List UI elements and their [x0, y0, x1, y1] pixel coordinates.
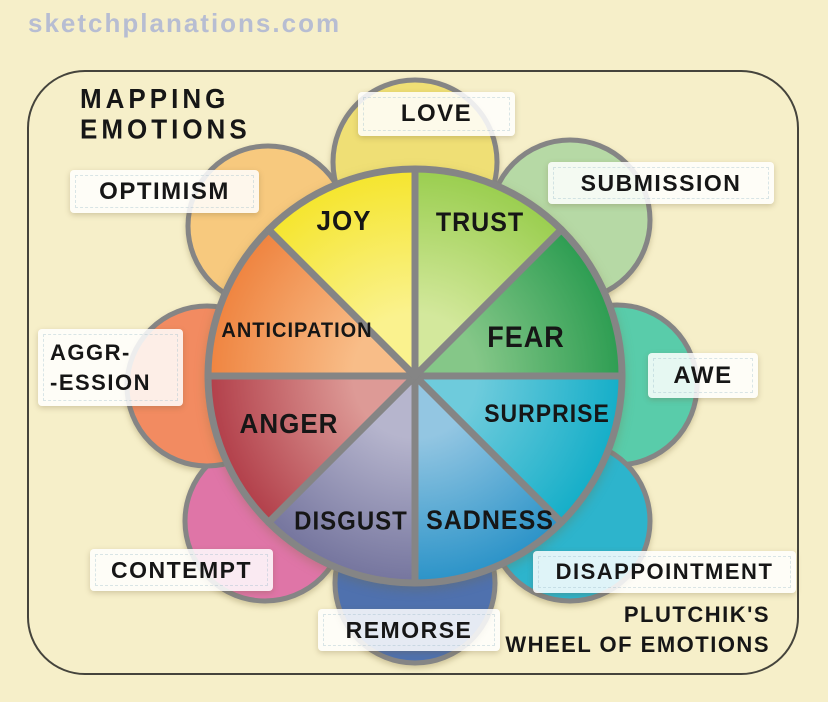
sector-group: [204, 165, 626, 587]
page-title: MAPPING EMOTIONS: [80, 82, 251, 145]
caption-line-1: PLUTCHIK'S: [623, 602, 770, 627]
caption-line-2: WHEEL OF EMOTIONS: [505, 632, 770, 657]
segment-surprise: [411, 372, 626, 526]
segment-joy: [265, 165, 419, 380]
segment-disgust: [265, 372, 419, 587]
watermark: sketchplanations.com: [28, 8, 342, 38]
title-line-1: MAPPING: [80, 82, 230, 115]
segment-fear: [411, 226, 626, 380]
panel-frame: [27, 70, 799, 675]
caption: PLUTCHIK'S WHEEL OF EMOTIONS: [505, 600, 770, 660]
segment-anger: [204, 372, 419, 526]
segment-trust: [411, 165, 565, 380]
segment-sadness: [411, 372, 565, 587]
title-line-2: EMOTIONS: [80, 113, 251, 145]
segment-anticipation: [204, 226, 419, 380]
